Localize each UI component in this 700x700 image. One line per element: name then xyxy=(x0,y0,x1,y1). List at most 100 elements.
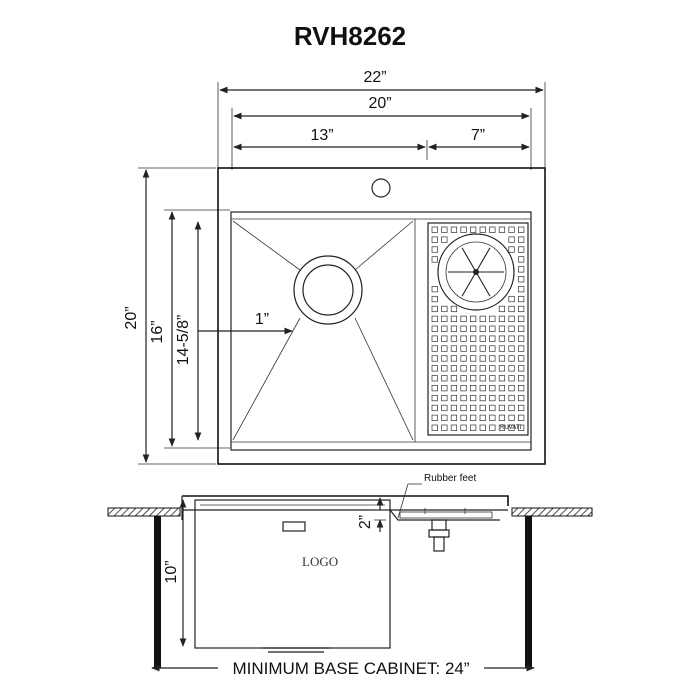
grid-hole xyxy=(431,246,438,253)
countertop-left xyxy=(107,507,181,517)
grid-hole xyxy=(450,305,458,313)
grid-hole xyxy=(498,375,506,382)
grid-hole xyxy=(518,325,525,332)
grid-hole xyxy=(508,414,515,421)
glass-rinser-outer xyxy=(437,233,515,311)
grid-hole xyxy=(450,355,458,362)
grid-hole xyxy=(431,365,438,372)
grid-hole xyxy=(460,424,467,431)
grid-hole xyxy=(508,325,515,332)
rubber-feet-label: Rubber feet xyxy=(424,473,476,484)
grid-hole xyxy=(450,226,458,233)
grid-hole xyxy=(489,355,496,362)
grid-hole xyxy=(518,414,525,421)
dim-inner-depth-label: 14-5/8” xyxy=(175,315,192,366)
grid-hole xyxy=(441,335,448,342)
side-grid-rack: RUVATI xyxy=(427,222,529,436)
faucet-hole xyxy=(371,178,391,198)
grid-hole xyxy=(508,246,515,253)
grid-hole xyxy=(460,345,467,352)
grid-hole xyxy=(489,414,496,421)
grid-hole xyxy=(508,365,515,372)
grid-hole xyxy=(470,345,477,352)
grid-hole xyxy=(450,375,458,382)
grid-hole xyxy=(441,236,448,243)
grid-hole xyxy=(431,394,438,402)
dim-side-label: 7” xyxy=(471,127,485,144)
grid-hole xyxy=(498,335,506,342)
grid-hole xyxy=(508,295,515,303)
grid-hole xyxy=(498,404,506,412)
grid-hole xyxy=(441,226,448,233)
grid-hole xyxy=(498,394,506,402)
grid-hole xyxy=(489,424,496,431)
grid-hole xyxy=(431,375,438,382)
grid-hole xyxy=(460,394,467,402)
dim-bowl-height-label: 10” xyxy=(163,560,180,583)
dim-min-cabinet: MINIMUM BASE CABINET: 24” xyxy=(151,659,535,678)
grid-hole xyxy=(460,226,467,233)
grid-hole xyxy=(479,394,486,402)
grid-hole xyxy=(470,335,477,342)
model-title: RVH8262 xyxy=(294,21,406,51)
grid-hole xyxy=(431,325,438,332)
grid-hole xyxy=(489,394,496,402)
grid-hole xyxy=(441,345,448,352)
grid-hole xyxy=(460,414,467,421)
dim-overall-depth-label: 20” xyxy=(123,306,140,329)
grid-hole xyxy=(518,365,525,372)
dim-bowl-depth-label: 16” xyxy=(149,320,166,343)
grid-hole xyxy=(489,335,496,342)
grid-hole xyxy=(441,394,448,402)
dim-overall-depth: 20” xyxy=(123,167,216,465)
grid-hole xyxy=(431,385,438,392)
grid-hole xyxy=(470,226,477,233)
grid-hole xyxy=(508,305,515,313)
grid-hole xyxy=(518,355,525,362)
grid-hole xyxy=(460,325,467,332)
grid-hole xyxy=(479,375,486,382)
grid-hole xyxy=(460,404,467,412)
grid-hole xyxy=(498,345,506,352)
grid-hole xyxy=(489,226,496,233)
grid-hole xyxy=(489,315,496,322)
dim-inner-width: 20” xyxy=(231,95,532,170)
grid-hole xyxy=(479,315,486,322)
grid-hole xyxy=(470,424,477,431)
grid-hole xyxy=(450,414,458,421)
grid-hole xyxy=(441,385,448,392)
grid-hole xyxy=(508,424,515,431)
grid-hole xyxy=(518,266,525,273)
grid-hole xyxy=(431,295,438,303)
min-cabinet-label: MINIMUM BASE CABINET: 24” xyxy=(232,659,469,678)
grid-hole xyxy=(450,315,458,322)
grid-hole xyxy=(479,335,486,342)
grid-hole xyxy=(498,325,506,332)
grid-hole xyxy=(460,375,467,382)
grid-hole xyxy=(508,375,515,382)
rinser-spoke xyxy=(475,247,491,273)
sink-side-profile xyxy=(181,495,509,653)
grid-hole xyxy=(479,424,486,431)
grid-hole xyxy=(518,246,525,253)
dim-bowl-depth: 16” xyxy=(149,209,230,449)
grid-hole xyxy=(470,394,477,402)
grid-hole xyxy=(431,414,438,421)
grid-hole xyxy=(470,404,477,412)
grid-hole xyxy=(431,256,438,263)
grid-hole xyxy=(498,305,506,313)
grid-hole xyxy=(508,394,515,402)
grid-hole xyxy=(518,226,525,233)
grid-hole xyxy=(460,355,467,362)
dim-drain-offset-label: 1” xyxy=(255,311,269,328)
grid-hole xyxy=(431,226,438,233)
grid-hole xyxy=(460,335,467,342)
grid-brand-label: RUVATI xyxy=(500,425,521,431)
grid-hole xyxy=(470,355,477,362)
grid-hole xyxy=(470,375,477,382)
grid-hole xyxy=(498,365,506,372)
grid-hole xyxy=(489,345,496,352)
rinser-spoke xyxy=(475,271,491,297)
grid-hole xyxy=(518,295,525,303)
